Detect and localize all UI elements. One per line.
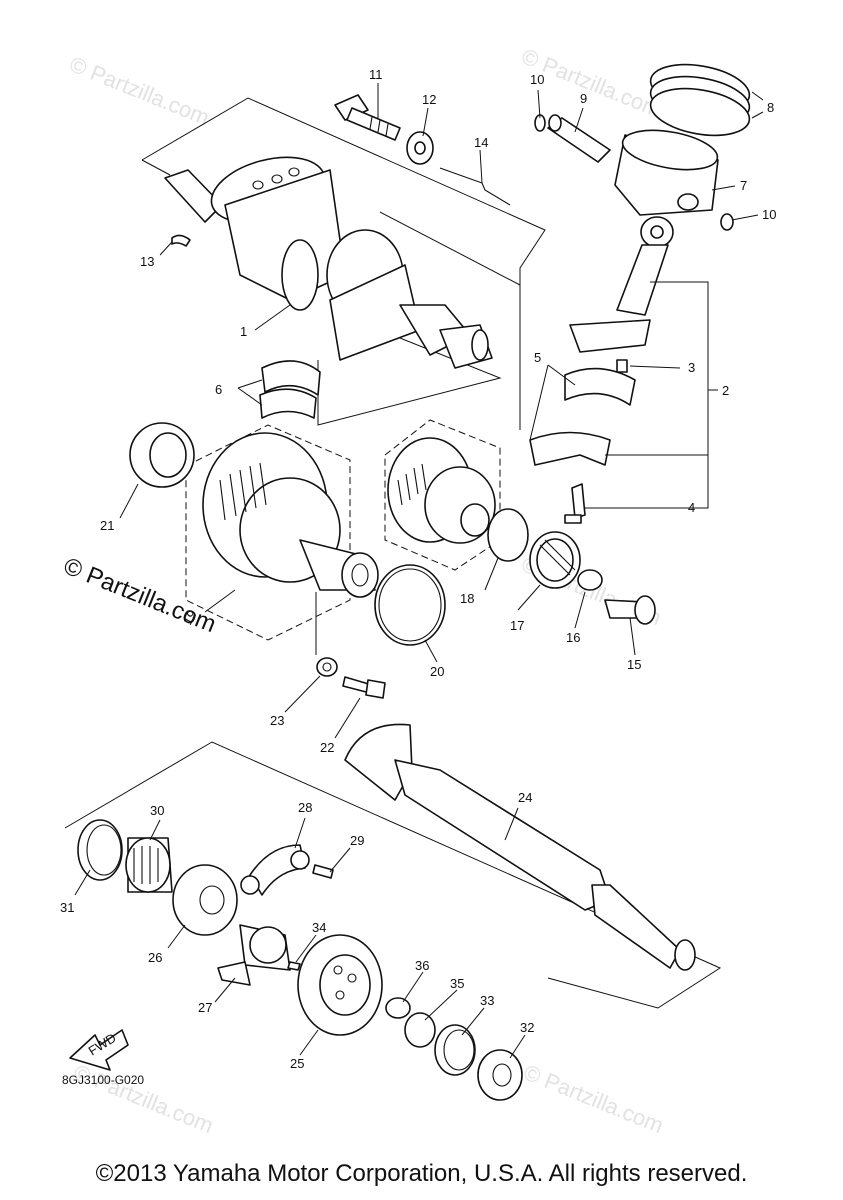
callout-27: 27 (198, 1000, 212, 1015)
callout-7: 7 (740, 178, 747, 193)
callout-33: 33 (480, 993, 494, 1008)
callout-24: 24 (518, 790, 532, 805)
callout-29: 29 (350, 833, 364, 848)
callout-1: 1 (240, 324, 247, 339)
oil-seal (129, 422, 195, 488)
callout-14: 14 (474, 135, 488, 150)
bolt-and-washer (316, 657, 386, 699)
callouts: 1 2 3 4 5 6 7 8 9 10 10 11 12 13 14 15 1… (60, 67, 776, 1071)
callout-19: 19 (180, 607, 200, 627)
callout-2: 2 (722, 383, 729, 398)
callout-22: 22 (320, 740, 334, 755)
connecting-rod (529, 216, 674, 524)
diagram-code: 8GJ3100-G020 (62, 1073, 145, 1087)
callout-36: 36 (415, 958, 429, 973)
callout-30: 30 (150, 803, 164, 818)
balancer-shaft (344, 723, 696, 971)
drive-gear (202, 432, 379, 598)
watermark-main: © Partzilla.com (60, 553, 220, 639)
callout-4: 4 (688, 500, 695, 515)
lower-bearings (77, 819, 334, 936)
driven-gear (387, 437, 496, 544)
balancer-gear (217, 924, 383, 1036)
rings-and-bearing (374, 508, 656, 646)
callout-16: 16 (566, 630, 580, 645)
callout-11: 11 (369, 67, 383, 82)
callout-13: 13 (140, 254, 154, 269)
crank-bearings (259, 360, 321, 419)
callout-34: 34 (312, 920, 326, 935)
watermark: © Partzilla.com (70, 1059, 217, 1138)
callout-8: 8 (767, 100, 774, 115)
piston-assembly (534, 63, 751, 231)
callout-23: 23 (270, 713, 284, 728)
callout-26: 26 (148, 950, 162, 965)
callout-9: 9 (580, 91, 587, 106)
watermark: © Partzilla.com (520, 1059, 667, 1138)
bolt-washer-pin (334, 94, 511, 206)
callout-28: 28 (298, 800, 312, 815)
callout-35: 35 (450, 976, 464, 991)
callout-21: 21 (100, 518, 114, 533)
callout-31: 31 (60, 900, 74, 915)
callout-32: 32 (520, 1020, 534, 1035)
callout-20: 20 (430, 664, 444, 679)
callout-25: 25 (290, 1056, 304, 1071)
callout-5: 5 (534, 350, 541, 365)
callout-10a: 10 (530, 72, 544, 87)
crankshaft (164, 156, 493, 369)
copyright-notice: ©2013 Yamaha Motor Corporation, U.S.A. A… (95, 1160, 748, 1187)
callout-18: 18 (460, 591, 474, 606)
watermark: © Partzilla.com (66, 51, 213, 130)
leader-lines (74, 83, 764, 1059)
callout-12: 12 (422, 92, 436, 107)
callout-10b: 10 (762, 207, 776, 222)
key (171, 234, 191, 247)
callout-17: 17 (510, 618, 524, 633)
callout-3: 3 (688, 360, 695, 375)
callout-6: 6 (215, 382, 222, 397)
callout-15: 15 (627, 657, 641, 672)
end-parts (385, 997, 523, 1101)
